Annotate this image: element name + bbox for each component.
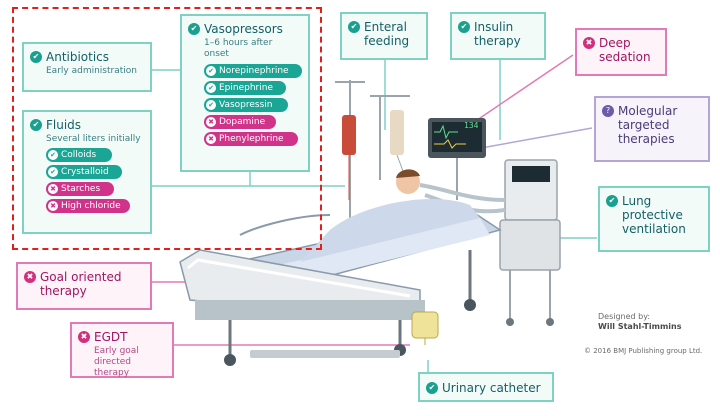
cross-icon: ✖ <box>24 271 36 283</box>
monitor-readout: 134 <box>464 121 479 130</box>
molecular-line3: therapies <box>618 132 675 146</box>
insulin-line2: therapy <box>474 34 521 48</box>
molecular-line2: targeted <box>618 118 670 132</box>
sedation-line2: sedation <box>599 50 651 64</box>
lung-line3: ventilation <box>622 222 686 236</box>
antibiotics-subtitle: Early administration <box>46 66 137 76</box>
goal-line2: therapy <box>40 284 87 298</box>
check-icon: ✔ <box>48 167 58 177</box>
vasopressor-item-vasopressin: ✔Vasopressin <box>204 98 288 112</box>
check-icon: ✔ <box>30 51 42 63</box>
fluid-item-starches: ✖Starches <box>46 182 114 196</box>
question-icon: ? <box>602 105 614 117</box>
enteral-line1: Enteral <box>364 20 407 34</box>
check-icon: ✔ <box>348 21 360 33</box>
fluid-item-crystalloid: ✔Crystalloid <box>46 165 122 179</box>
fluids-box: ✔ Fluids Several liters initially ✔Colloi… <box>22 110 152 234</box>
egdt-box: ✖ EGDT Early goal directed therapy <box>70 322 174 378</box>
sedation-line1: Deep <box>599 36 631 50</box>
lung-line2: protective <box>622 208 683 222</box>
egdt-subtitle-line1: Early goal directed <box>94 346 139 367</box>
vasopressors-title: Vasopressors <box>204 22 283 36</box>
fluids-subtitle: Several liters initially <box>46 134 141 144</box>
cross-icon: ✖ <box>583 37 595 49</box>
credit-designed-by: Designed by: <box>598 312 651 321</box>
fluid-item-colloids: ✔Colloids <box>46 148 112 162</box>
urinary-title: Urinary catheter <box>442 381 541 395</box>
cross-icon: ✖ <box>48 201 58 211</box>
check-icon: ✔ <box>606 195 618 207</box>
cross-icon: ✖ <box>78 331 90 343</box>
check-icon: ✔ <box>30 119 42 131</box>
vasopressors-subtitle-line2: onset <box>204 49 229 59</box>
check-icon: ✔ <box>48 150 58 160</box>
vasopressor-item-dopamine: ✖Dopamine <box>204 115 276 129</box>
check-icon: ✔ <box>206 66 216 76</box>
vasopressors-box: ✔ Vasopressors 1–6 hours after onset ✔Nor… <box>180 14 310 172</box>
credit-copyright: © 2016 BMJ Publishing group Ltd. <box>584 347 703 355</box>
vasopressor-item-epinephrine: ✔Epinephrine <box>204 81 286 95</box>
insulin-line1: Insulin <box>474 20 514 34</box>
cross-icon: ✖ <box>206 117 216 127</box>
fluid-item-high-chloride: ✖High chloride <box>46 199 130 213</box>
molecular-line1: Molegular <box>618 104 678 118</box>
lung-line1: Lung <box>622 194 652 208</box>
check-icon: ✔ <box>206 100 216 110</box>
enteral-line2: feeding <box>364 34 410 48</box>
vasopressors-subtitle-line1: 1–6 hours after <box>204 38 273 48</box>
vasopressor-item-norepinephrine: ✔Norepinephrine <box>204 64 302 78</box>
check-icon: ✔ <box>206 83 216 93</box>
vasopressor-item-phenylephrine: ✖Phenylephrine <box>204 132 298 146</box>
egdt-title: EGDT <box>94 330 128 344</box>
check-icon: ✔ <box>458 21 470 33</box>
cross-icon: ✖ <box>48 184 58 194</box>
credit-block: Designed by: Will Stahl-Timmins <box>598 312 716 332</box>
goal-line1: Goal oriented <box>40 270 122 284</box>
antibiotics-title: Antibiotics <box>46 50 110 64</box>
fluids-title: Fluids <box>46 118 82 132</box>
credit-designer-name: Will Stahl-Timmins <box>598 322 682 331</box>
cross-icon: ✖ <box>206 134 216 144</box>
egdt-subtitle-line2: therapy <box>94 368 130 378</box>
urinary-catheter-box: ✔ Urinary catheter <box>418 372 554 402</box>
antibiotics-box: ✔ Antibiotics Early administration <box>22 42 152 92</box>
highlight-dashed-frame <box>12 7 322 250</box>
check-icon: ✔ <box>188 23 200 35</box>
check-icon: ✔ <box>426 382 438 394</box>
